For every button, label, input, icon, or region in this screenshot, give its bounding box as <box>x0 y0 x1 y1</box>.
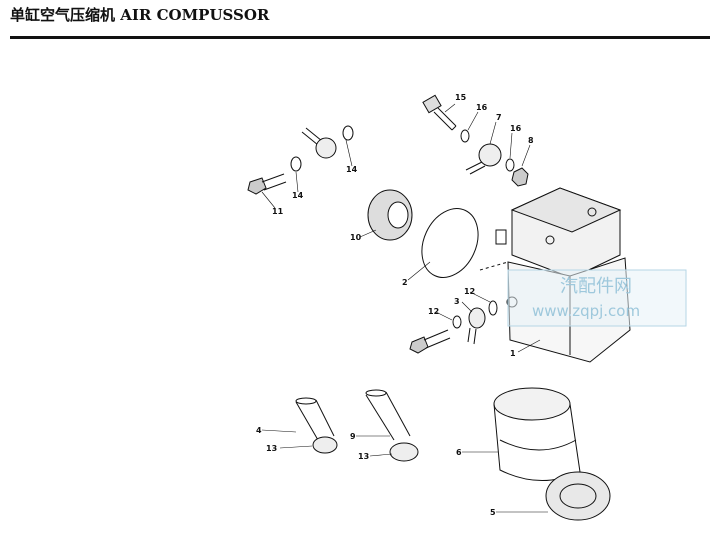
part-5-ring <box>545 471 611 521</box>
part-14-washer <box>290 156 302 172</box>
part-5-ring-inner <box>559 483 597 509</box>
part-12-washer-b <box>452 315 462 329</box>
callout-6: 6 <box>456 448 462 457</box>
part-4-tube <box>295 397 338 454</box>
callout-2: 2 <box>402 278 408 287</box>
part-12-washer <box>488 300 498 316</box>
callout-9: 9 <box>350 432 356 441</box>
callout-8: 8 <box>528 136 534 145</box>
callout-16: 16 <box>476 103 488 112</box>
part-9-tube <box>365 389 419 462</box>
part-15-banjo-bolt <box>422 94 457 131</box>
part-7-banjo-fitting <box>465 143 502 175</box>
callout-12-b: 12 <box>428 307 439 316</box>
part-10-gear <box>367 189 413 241</box>
callout-14: 14 <box>346 165 358 174</box>
callout-5: 5 <box>490 508 496 517</box>
part-11-bolt <box>247 173 287 195</box>
callout-14-b: 14 <box>292 191 304 200</box>
page-header: 单缸空气压缩机 AIR COMPUSSOR <box>0 0 720 44</box>
page-title: 单缸空气压缩机 AIR COMPUSSOR <box>10 6 270 24</box>
callout-13-b: 13 <box>358 452 369 461</box>
part-12-bolt <box>409 329 451 354</box>
watermark-cn: 汽配件网 <box>560 276 632 297</box>
header-rule <box>10 36 710 39</box>
callout-16-b: 16 <box>510 124 522 133</box>
part-6-housing <box>493 387 581 481</box>
watermark: 汽配件网 www.zqpj.com <box>507 269 687 327</box>
callout-13: 13 <box>266 444 277 453</box>
callout-11: 11 <box>272 207 284 216</box>
part-2-gasket <box>421 208 479 278</box>
callout-labels: 15 16 7 16 8 14 14 11 10 2 12 3 12 1 4 1… <box>256 93 534 517</box>
callout-7: 7 <box>496 113 502 122</box>
part-14-left-fitting <box>301 125 354 159</box>
part-16-washer-b <box>505 158 515 172</box>
part-3-fitting <box>467 307 486 345</box>
callout-10: 10 <box>350 233 362 242</box>
callout-12: 12 <box>464 287 475 296</box>
part-8-nut <box>511 167 529 187</box>
callout-3: 3 <box>454 297 460 306</box>
watermark-url: www.zqpj.com <box>532 302 640 320</box>
callout-15: 15 <box>455 93 467 102</box>
callout-1: 1 <box>510 349 516 358</box>
callout-4: 4 <box>256 426 262 435</box>
part-16-washer <box>460 129 470 143</box>
